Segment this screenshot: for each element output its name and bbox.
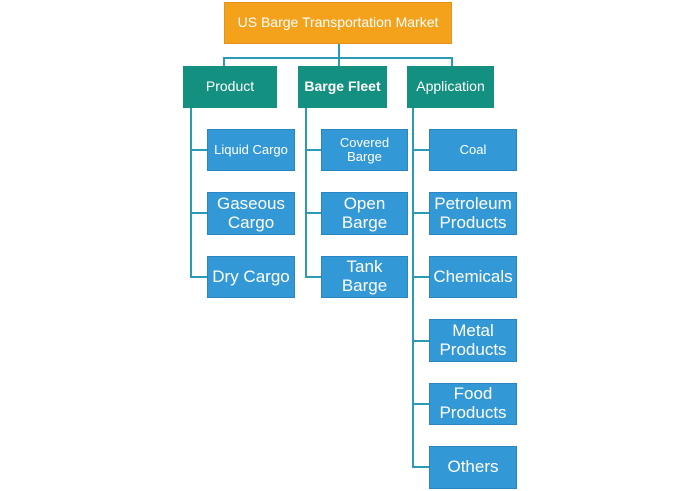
connector-to-product [223,57,225,66]
connector-to-application [451,57,453,66]
leaf-gaseous-cargo: Gaseous Cargo [207,192,295,235]
connector-application-coal [412,149,430,151]
leaf-chemicals: Chemicals [429,256,517,298]
leaf-others: Others [429,446,517,489]
connector-application-others [412,466,430,468]
connector-product-trunk [190,108,192,278]
connector-fleet-tank [305,276,323,278]
leaf-dry-cargo: Dry Cargo [207,256,295,298]
category-application: Application [407,66,494,108]
leaf-coal: Coal [429,129,517,171]
connector-fleet-covered [305,149,323,151]
connector-to-barge-fleet [338,57,340,66]
leaf-covered-barge: Covered Barge [321,129,408,171]
leaf-metal-products: Metal Products [429,319,517,362]
connector-fleet-open [305,212,323,214]
connector-application-trunk [412,108,414,468]
category-barge-fleet: Barge Fleet [298,66,387,108]
connector-fleet-trunk [305,108,307,278]
leaf-food-products: Food Products [429,383,517,425]
connector-product-gaseous [190,212,208,214]
connector-application-metal [412,340,430,342]
connector-application-chemicals [412,276,430,278]
category-product: Product [183,66,277,108]
leaf-petroleum-products: Petroleum Products [429,192,517,235]
connector-application-petroleum [412,212,430,214]
connector-product-dry [190,276,208,278]
connector-product-liquid [190,149,208,151]
connector-application-food [412,403,430,405]
leaf-tank-barge: Tank Barge [321,256,408,298]
root-node: US Barge Transportation Market [224,2,452,44]
connector-root-down [338,44,340,58]
leaf-liquid-cargo: Liquid Cargo [207,129,295,171]
leaf-open-barge: Open Barge [321,192,408,235]
